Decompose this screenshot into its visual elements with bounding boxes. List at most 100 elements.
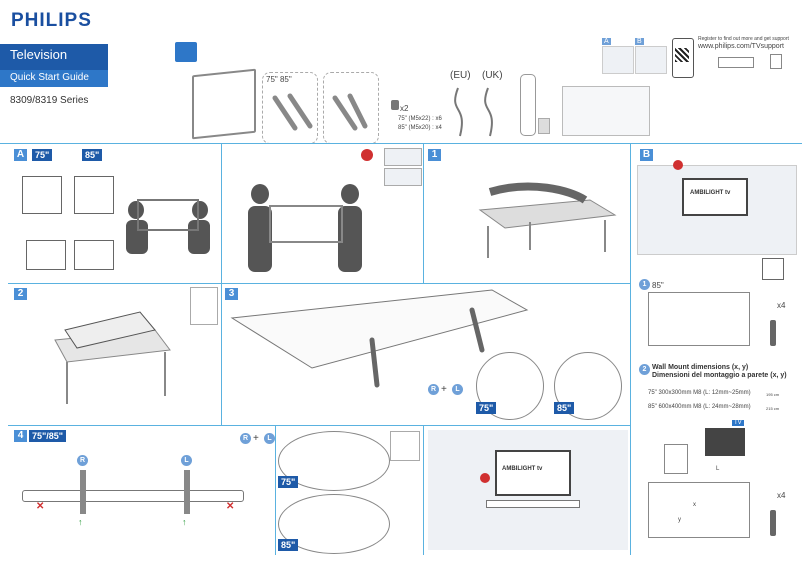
philips-logo: PHILIPS — [11, 10, 92, 31]
stand-leg-r — [80, 470, 86, 514]
power-cord-icon — [454, 87, 493, 137]
screw-detail-size-85: 85" — [278, 539, 299, 551]
section-2-badge: 2 — [14, 288, 27, 300]
screw-detail-75 — [278, 431, 390, 491]
stand-detail-75 — [476, 352, 544, 420]
remote-r-icon: R — [428, 384, 439, 395]
wrong-x-right: ✕ — [226, 501, 235, 512]
remote-r-icon-4: R — [240, 433, 251, 444]
wall-mount-bracket — [705, 428, 745, 456]
section-a-size-75: 75" — [32, 149, 53, 161]
box-open-75 — [26, 240, 66, 270]
unbox-icon — [175, 42, 197, 62]
stand-sizes-label: 75" 85" — [266, 75, 292, 84]
support-url: www.philips.com/TVsupport — [698, 43, 784, 50]
tv-bottom-edge — [22, 490, 244, 502]
box-documents — [562, 86, 650, 136]
divider-v3 — [221, 283, 222, 425]
screw-detail-size-75: 75" — [278, 476, 299, 488]
divider-v2 — [423, 143, 424, 283]
mount-thumb-a — [602, 46, 634, 74]
tv-back-outline — [648, 292, 750, 346]
screw-spec-85: 85" (M5x20) : x4 — [398, 125, 442, 131]
mount-thumb-b — [635, 46, 667, 74]
tv-back-dim — [648, 482, 750, 538]
section-b-badge: B — [640, 149, 653, 161]
region-eu: (EU) — [450, 70, 471, 81]
stand-legs-icon — [272, 93, 368, 131]
search-field-icon — [718, 57, 754, 68]
spec-85-length: 215 cm — [766, 406, 780, 411]
qr-code — [675, 48, 689, 62]
remote-l-icon: L — [452, 384, 463, 395]
box-open-85 — [74, 240, 114, 270]
spec-75: 75" 300x300mm M8 (L: 12mm~25mm) — [648, 390, 751, 396]
document-icon — [770, 54, 782, 69]
divider-v4 — [630, 143, 631, 555]
divider-mid1 — [8, 283, 630, 284]
bracket-l-label: L — [716, 466, 720, 472]
section-4-sizes: 75"/85" — [29, 430, 67, 442]
divider-v5 — [423, 425, 424, 555]
people-carrying-tv — [248, 184, 362, 272]
divider-top — [0, 143, 802, 144]
divider-v1 — [221, 143, 222, 283]
screw-icon — [391, 100, 399, 110]
screw-detail-85 — [278, 494, 390, 554]
screw-x4: x4 — [777, 301, 786, 310]
stand-leg-l — [184, 470, 190, 514]
plus-sign-4: + — [253, 433, 259, 444]
dim-x: x — [693, 502, 696, 508]
box-lift-illustration-85 — [74, 176, 114, 214]
divider-mid2 — [8, 425, 630, 426]
two-people-lifting — [126, 199, 210, 254]
stand-l-marker: L — [181, 455, 192, 466]
b-step1-size: 85" — [652, 281, 664, 290]
stand-r-marker: R — [77, 455, 88, 466]
batteries-icon — [538, 118, 550, 134]
tag-a: A — [602, 38, 611, 45]
spec-85: 85" 600x400mm M8 (L: 24mm~28mm) — [648, 404, 751, 410]
section-a-badge: A — [14, 149, 27, 161]
b-step2-num: 2 — [639, 364, 650, 375]
warning-icon — [361, 149, 373, 161]
dim-y: y — [678, 517, 681, 523]
plus-sign-3: + — [441, 384, 447, 395]
guide-band — [0, 70, 108, 87]
tag-b: B — [635, 38, 644, 45]
section-2-warning — [190, 287, 218, 325]
section-1-badge: 1 — [428, 149, 441, 161]
warning-thumb-good — [384, 168, 422, 186]
region-uk: (UK) — [482, 70, 503, 81]
info-icon-5 — [480, 473, 490, 483]
tv-face-down-on-table — [54, 311, 171, 404]
stand-tv-ambilight: AMBILIGHT tv — [502, 466, 543, 472]
remote-control-icon — [520, 74, 536, 136]
section-3-badge: 3 — [225, 288, 238, 300]
stand-detail-85 — [554, 352, 622, 420]
remote-l-icon-4: L — [264, 433, 275, 444]
table-with-cloth — [478, 182, 617, 258]
guide-title: Quick Start Guide — [10, 72, 89, 83]
b-step2-title: Wall Mount dimensions (x, y) — [652, 364, 749, 371]
divider-v6 — [275, 425, 276, 555]
screw-count: x2 — [400, 104, 409, 113]
wall-mount-device — [664, 444, 688, 474]
detail-size-75: 75" — [476, 402, 497, 414]
box-lift-illustration-75 — [22, 176, 62, 214]
series-label: 8309/8319 Series — [10, 95, 89, 106]
room-table — [486, 500, 580, 508]
screwdriver-icon — [770, 320, 776, 346]
detail-size-85: 85" — [554, 402, 575, 414]
ok-arrow-right: ↑ — [182, 517, 187, 527]
b-step2-subtitle: Dimensioni del montaggio a parete (x, y) — [652, 372, 787, 379]
spec-75-length: 195 cm — [766, 392, 780, 397]
screwdriver-icon-b — [770, 510, 776, 536]
section-a-size-85: 85" — [82, 149, 103, 161]
wrong-x-left: ✕ — [36, 501, 45, 512]
section-4-badge: 4 — [14, 430, 27, 442]
wall-tv — [682, 178, 748, 216]
info-icon-b — [673, 160, 683, 170]
ok-arrow-left: ↑ — [78, 517, 83, 527]
warning-thumb-bad — [384, 148, 422, 166]
